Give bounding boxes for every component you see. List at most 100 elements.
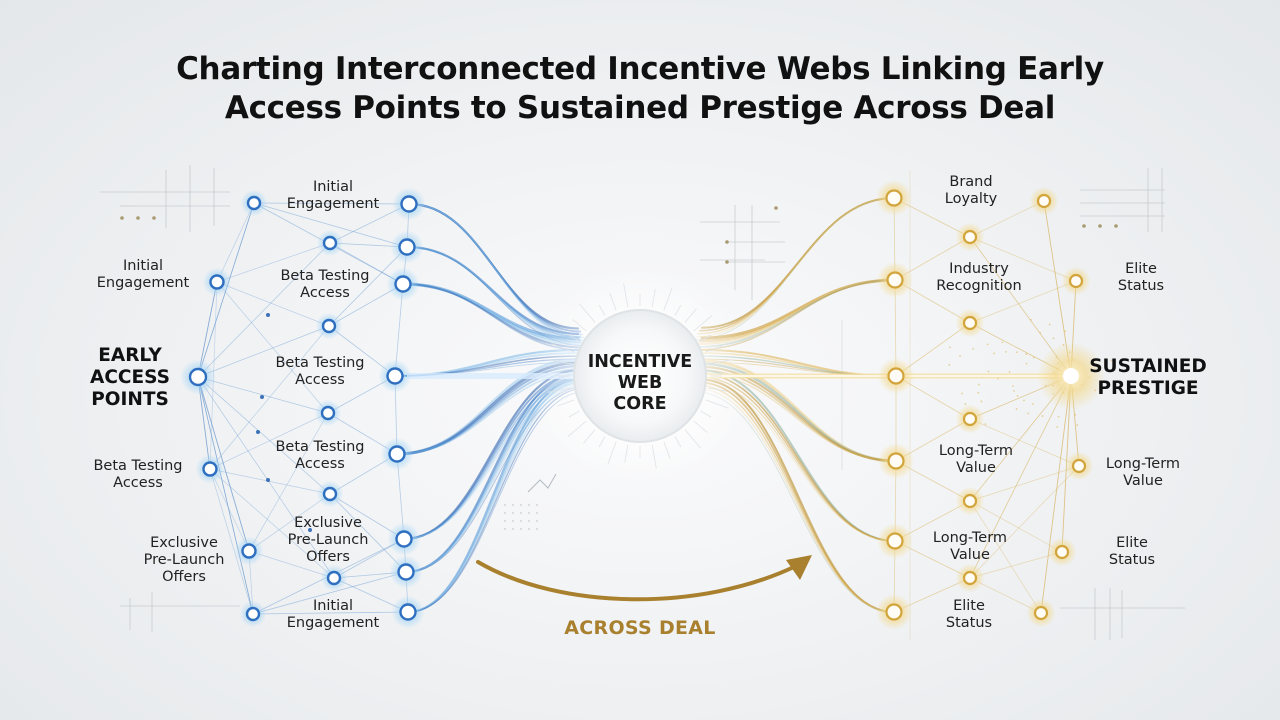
core-ray [598, 436, 606, 448]
core-ray [700, 334, 712, 342]
right-node [887, 452, 905, 470]
core-ray [693, 315, 713, 332]
network-nodes [180, 180, 1105, 630]
core-ray [674, 304, 682, 316]
core-ray [705, 345, 723, 353]
decor-dot [504, 512, 506, 514]
network-link [248, 412, 329, 552]
across-deal-arrow [476, 555, 812, 602]
network-link [969, 500, 1042, 614]
decor-dot [504, 504, 506, 506]
right-node [1054, 544, 1070, 560]
arrow-curve [476, 560, 798, 602]
right-node [962, 315, 978, 331]
decorative-grid-lines [100, 165, 1185, 640]
sparkle-dot [1013, 389, 1015, 392]
sparkle-dot [1076, 424, 1079, 426]
network-link [197, 242, 331, 378]
left-node [320, 405, 336, 421]
network-link [216, 281, 330, 327]
sparkle-dot [1052, 337, 1055, 340]
network-link [197, 376, 329, 414]
decor-dot [520, 512, 522, 514]
network-link [197, 376, 331, 495]
core-ray [708, 359, 733, 365]
sparkle-dot [1012, 385, 1014, 387]
network-link [197, 325, 330, 378]
sparkle-dot [1025, 362, 1028, 365]
right-node [1068, 273, 1084, 289]
sparkle-dot [1023, 399, 1025, 402]
network-link [197, 376, 254, 615]
small-dot [256, 430, 260, 434]
left-node [321, 318, 337, 334]
decor-dot [136, 216, 140, 220]
core-ray [708, 387, 727, 392]
left-node [246, 195, 262, 211]
left-node [397, 563, 415, 581]
network-link [209, 468, 331, 495]
network-link [328, 246, 408, 327]
left-node [326, 570, 342, 586]
core-ray [700, 410, 712, 418]
network-link [216, 242, 331, 283]
right-label-brand-loyalty: Brand Loyalty [944, 174, 998, 207]
core-ray [568, 334, 580, 342]
network-link [969, 465, 1080, 502]
left-label-exclusive-offers-inner: Exclusive Pre-Launch Offers [287, 515, 369, 565]
sparkle-dot [961, 392, 963, 395]
right-node [962, 411, 978, 427]
decor-dot [1114, 224, 1118, 228]
network-link [248, 550, 335, 579]
network-link [1040, 375, 1072, 614]
network-link [969, 500, 1063, 553]
sparkle-dot [1056, 425, 1059, 428]
prestige-hub-node [1063, 368, 1079, 384]
sparkle-dot [949, 346, 951, 349]
sparkle-dot [1004, 350, 1007, 353]
sparkle-dot [1064, 330, 1067, 333]
right-node [886, 271, 904, 289]
sparkle-dot [1008, 370, 1011, 373]
right-node [1033, 605, 1049, 621]
sparkle-dot [984, 423, 987, 426]
decor-dot [1098, 224, 1102, 228]
arrow-head [786, 555, 812, 580]
network-link [969, 280, 1077, 324]
sparkle-dot [1027, 412, 1030, 415]
core-circle [573, 309, 707, 443]
sparkle-dot [1039, 332, 1042, 334]
left-node [245, 606, 261, 622]
network-link [969, 465, 1080, 579]
right-label-long-term-value-2: Long-Term Value [1105, 456, 1181, 489]
decor-dot [520, 504, 522, 506]
sparkle-dot [948, 364, 951, 366]
left-label-exclusive-offers-outer: Exclusive Pre-Launch Offers [143, 535, 225, 585]
left-node [188, 367, 208, 387]
core-ray [579, 303, 596, 323]
core-ray [547, 387, 572, 393]
network-link [969, 375, 1072, 579]
decor-dot [725, 240, 729, 244]
network-link [216, 202, 255, 283]
decor-dot [512, 520, 514, 522]
sparkle-dot [1108, 370, 1111, 373]
incentive-web-core-circle [530, 266, 750, 486]
decor-dot [512, 504, 514, 506]
sparkle-dot [964, 403, 967, 405]
left-node [202, 461, 218, 477]
network-link [197, 376, 250, 552]
right-node [886, 532, 904, 550]
decor-dot [536, 520, 538, 522]
network-link [209, 412, 329, 470]
sparkle-dot [1025, 353, 1028, 356]
early-access-points-label: EARLY ACCESS POINTS [90, 345, 170, 410]
sparkle-dot [986, 343, 989, 346]
left-label-beta-testing-2: Beta Testing Access [275, 355, 365, 388]
sparkle-dot [1110, 359, 1113, 362]
sparkle-dot [1041, 415, 1044, 417]
core-ray [623, 283, 629, 308]
decor-dot [536, 504, 538, 506]
decor-dot [774, 206, 778, 210]
sparkle-dot [1048, 323, 1051, 326]
